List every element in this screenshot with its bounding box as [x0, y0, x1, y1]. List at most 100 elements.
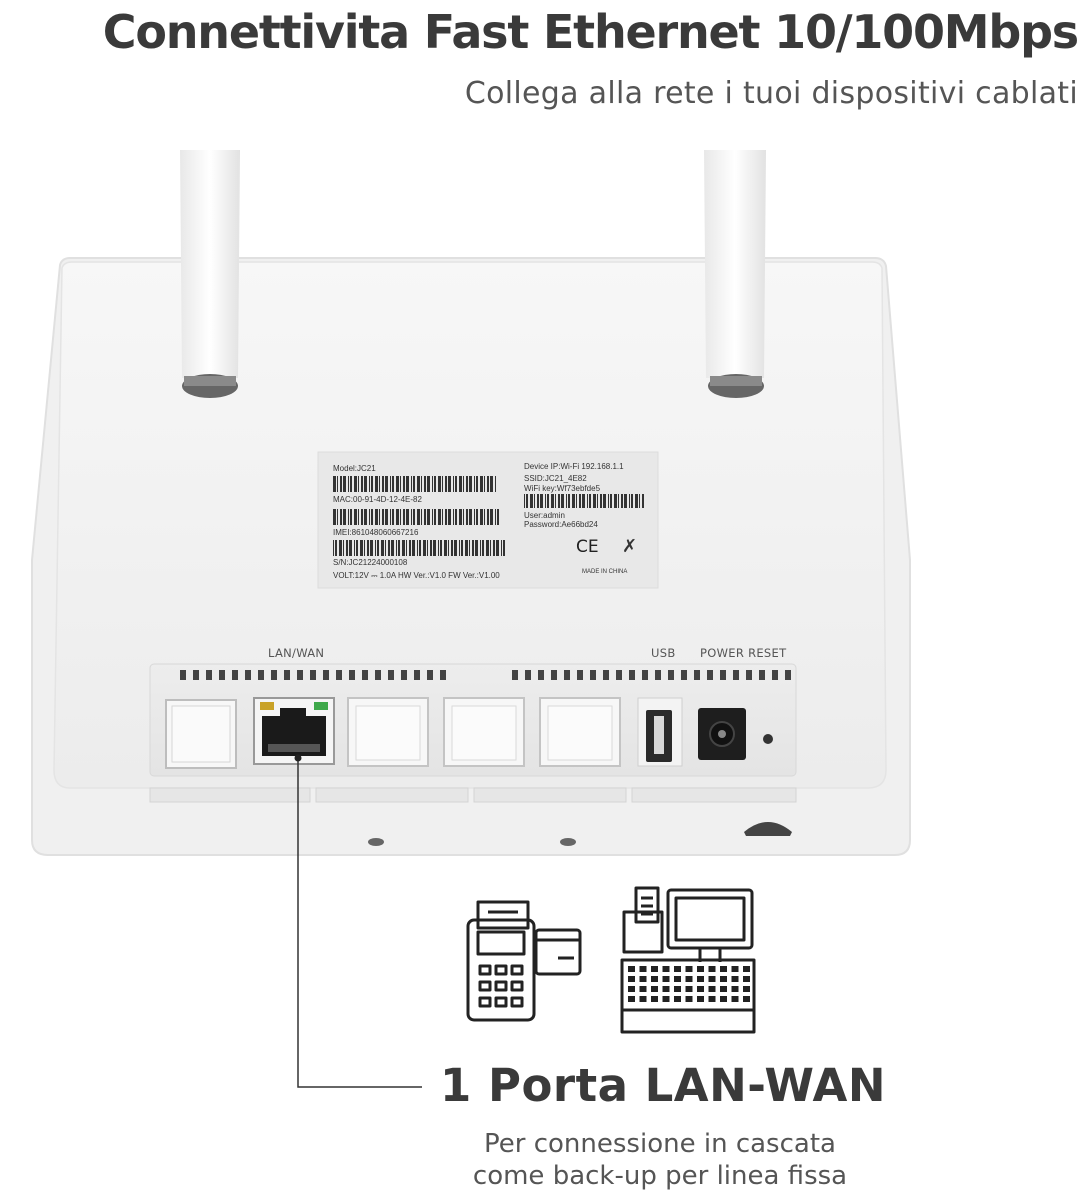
barcode-bar	[495, 476, 496, 492]
barcode-bar	[343, 476, 346, 492]
barcode-bar	[349, 540, 352, 556]
barcode-bar	[417, 476, 420, 492]
register-key	[708, 996, 716, 1002]
lan-wan-port-label: LAN/WAN	[268, 646, 325, 660]
barcode-bar	[417, 509, 420, 525]
vent-slot	[258, 670, 264, 680]
register-key	[628, 986, 635, 992]
barcode-bar	[444, 540, 447, 556]
vent-slot	[720, 670, 726, 680]
barcode-bar	[442, 476, 443, 492]
sticker-sn: S/N:JC21224000108	[333, 558, 408, 567]
barcode-bar	[409, 540, 411, 556]
barcode-bar	[476, 509, 478, 525]
barcode-bar	[375, 509, 378, 525]
barcode-bar	[474, 476, 475, 492]
barcode-bar	[459, 509, 462, 525]
vent-slot	[414, 670, 420, 680]
barcode-bar	[413, 476, 415, 492]
vent-slot	[525, 670, 531, 680]
register-key	[674, 966, 681, 972]
register-key	[708, 966, 716, 972]
register-key	[674, 986, 681, 992]
ethernet-port-5	[539, 697, 621, 767]
vent-slot	[512, 670, 518, 680]
vent-slot	[336, 670, 342, 680]
vent-slot	[681, 670, 687, 680]
barcode-bar	[354, 476, 357, 492]
barcode-bar	[385, 540, 386, 556]
barcode-bar	[432, 476, 433, 492]
barcode-bar	[480, 476, 483, 492]
register-key	[628, 966, 635, 972]
barcode-bar	[631, 494, 633, 508]
barcode-bar	[364, 509, 367, 525]
barcode-bar	[406, 509, 409, 525]
sticker-volt: VOLT:12V ⎓ 1.0A HW Ver.:V1.0 FW Ver.:V1.…	[333, 571, 500, 580]
barcode-bar	[360, 540, 363, 556]
barcode-bar	[403, 509, 405, 525]
barcode-bar	[566, 494, 567, 508]
barcode-bar	[482, 540, 484, 556]
barcode-bar	[635, 494, 638, 508]
barcode-bar	[390, 476, 391, 492]
page-subtitle: Collega alla rete i tuoi dispositivi cab…	[464, 76, 1078, 111]
register-key	[628, 996, 635, 1002]
barcode-bar	[469, 540, 470, 556]
barcode-bar	[503, 540, 505, 556]
barcode-bar	[476, 476, 478, 492]
barcode-bar	[354, 509, 357, 525]
vent-slot	[388, 670, 394, 680]
barcode-bar	[572, 494, 575, 508]
barcode-bar	[385, 476, 388, 492]
barcode-bar	[487, 476, 489, 492]
vent-slot	[206, 670, 212, 680]
register-key	[674, 976, 681, 982]
barcode-bar	[369, 509, 370, 525]
barcode-bar	[343, 540, 344, 556]
register-key	[743, 986, 750, 992]
register-key	[731, 976, 739, 982]
barcode-bar	[530, 494, 533, 508]
barcode-bar	[375, 476, 378, 492]
register-key	[720, 966, 727, 972]
register-key	[639, 996, 647, 1002]
barcode-bar	[358, 476, 359, 492]
barcode-bar	[459, 476, 462, 492]
barcode-bar	[396, 476, 399, 492]
barcode-bar	[582, 494, 585, 508]
barcode-bar	[430, 540, 432, 556]
barcode-bar	[413, 509, 415, 525]
vent-slot	[785, 670, 791, 680]
sticker-wifi-key: WiFi key:Wf73ebfde5	[524, 484, 601, 493]
vent-slot	[655, 670, 661, 680]
vent-slot	[245, 670, 251, 680]
barcode-bar	[333, 476, 336, 492]
barcode-bar	[475, 540, 478, 556]
barcode-bar	[466, 509, 468, 525]
barcode-bar	[642, 494, 644, 508]
usb-port	[637, 697, 683, 767]
barcode-bar	[466, 476, 468, 492]
barcode-bar	[639, 494, 640, 508]
barcode-bar	[388, 540, 390, 556]
vent-slot	[297, 670, 303, 680]
register-key	[743, 966, 750, 972]
barcode-bar	[335, 540, 337, 556]
pos-terminal-icon	[466, 900, 582, 1022]
barcode-bar	[537, 494, 539, 508]
barcode-bar	[448, 540, 449, 556]
barcode-bar	[497, 509, 499, 525]
barcode-bar	[526, 494, 528, 508]
register-key	[708, 986, 716, 992]
barcode-bar	[448, 509, 451, 525]
barcode-bar	[448, 476, 451, 492]
barcode-bar	[603, 494, 606, 508]
barcode-bar	[371, 509, 373, 525]
ethernet-port-lan-wan	[253, 697, 335, 765]
barcode-bar	[392, 476, 394, 492]
vent-slot	[271, 670, 277, 680]
vent-slot	[772, 670, 778, 680]
barcode-bar	[396, 509, 399, 525]
